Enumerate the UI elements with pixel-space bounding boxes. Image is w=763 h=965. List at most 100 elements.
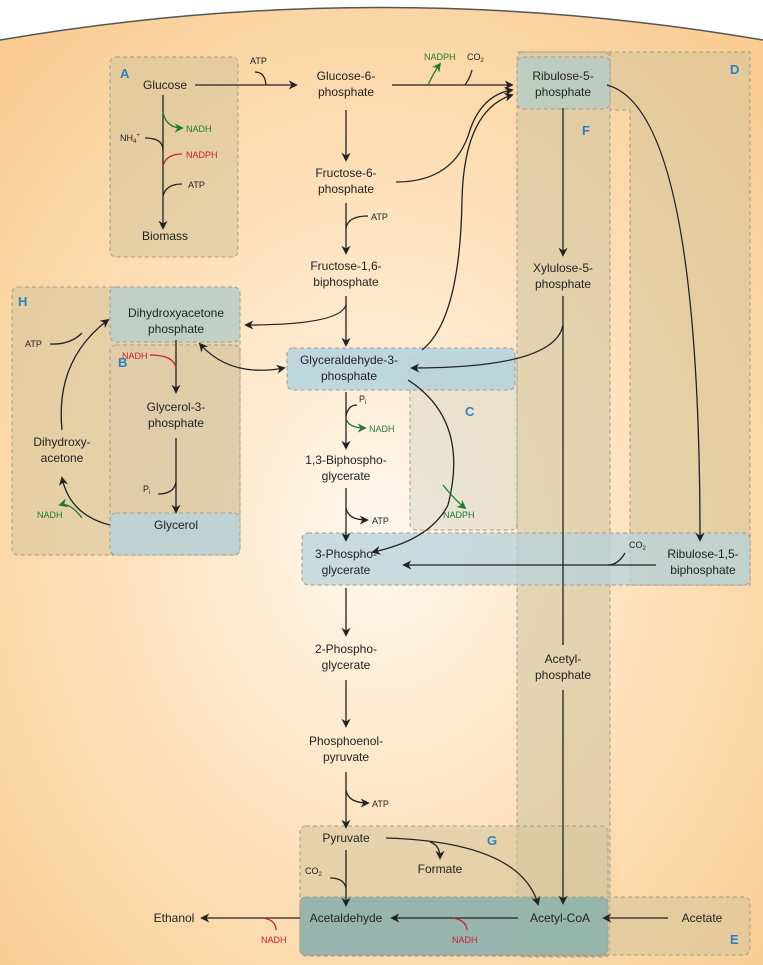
nadph-out-ppp bbox=[427, 62, 442, 86]
pi-in bbox=[345, 404, 358, 417]
cof-co2-ppp-main: CO bbox=[467, 52, 481, 62]
cof-co2-pdc-main: CO bbox=[305, 866, 319, 876]
met-glycerol3p-2: phosphate bbox=[148, 416, 204, 430]
arrow-g3p-pg3-direct bbox=[371, 379, 455, 555]
region-c-box bbox=[409, 354, 518, 531]
cof-co2-rubisco-main: CO bbox=[629, 540, 643, 550]
g3p-box bbox=[286, 347, 516, 391]
cof-pi-gapdh-main: P bbox=[359, 394, 365, 404]
nadh-in-acdh bbox=[452, 917, 468, 931]
met-pg3-1: 3-Phospho- bbox=[315, 547, 377, 561]
met-dhap-2: phosphate bbox=[148, 322, 204, 336]
met-pg3-2: glycerate bbox=[322, 563, 371, 577]
cof-atp-hexokinase: ATP bbox=[250, 56, 267, 66]
met-bpg-2: glycerate bbox=[322, 469, 371, 483]
cof-nh4-sub: 4 bbox=[133, 139, 137, 145]
cof-co2-pdc-sub: 2 bbox=[319, 872, 323, 878]
cof-atp-pk: ATP bbox=[372, 799, 389, 809]
met-pep-2: pyruvate bbox=[323, 750, 369, 764]
met-biomass: Biomass bbox=[142, 229, 188, 243]
met-glucose: Glucose bbox=[143, 78, 187, 92]
met-dhap-1: Dihydroxyacetone bbox=[128, 306, 224, 320]
met-acetaldehyde: Acetaldehyde bbox=[310, 911, 383, 925]
cof-nadh-adh: NADH bbox=[261, 935, 287, 945]
cof-pi-gpp-sub: i bbox=[149, 490, 150, 496]
nadph-out-gapn bbox=[442, 484, 467, 510]
cof-co2-pdc: CO2 bbox=[305, 866, 323, 878]
met-pg2-2: glycerate bbox=[322, 658, 371, 672]
pi-out-gpp bbox=[157, 481, 177, 495]
cof-pi-gapdh-sub: i bbox=[365, 400, 366, 406]
met-acetylcoa: Acetyl-CoA bbox=[530, 911, 590, 925]
met-ru5p-1: Ribulose-5- bbox=[532, 69, 593, 83]
arrow-xu5p-g3p bbox=[410, 324, 564, 373]
arrow-dha-dhap bbox=[60, 318, 110, 431]
cof-nadph-ppp: NADPH bbox=[424, 52, 456, 62]
formate-out bbox=[429, 841, 445, 860]
met-pep-1: Phosphoenol- bbox=[309, 734, 383, 748]
pg3-box bbox=[301, 532, 751, 586]
atp-in-glucose bbox=[254, 71, 267, 86]
region-label-g: G bbox=[487, 833, 497, 848]
met-g3p-1: Glyceraldehyde-3- bbox=[300, 353, 398, 367]
cof-nh4-main: NH bbox=[120, 133, 133, 143]
cof-nadph-gapn: NADPH bbox=[443, 510, 475, 520]
co2-out-ppp bbox=[464, 69, 473, 86]
met-f16bp-2: biphosphate bbox=[313, 275, 379, 289]
nadh-out-gapdh bbox=[345, 417, 367, 433]
met-g3p-2: phosphate bbox=[321, 369, 377, 383]
cof-pi-gpp-main: P bbox=[143, 484, 149, 494]
met-ethanol: Ethanol bbox=[154, 911, 195, 925]
region-label-d: D bbox=[730, 62, 739, 77]
cof-co2-ppp: CO2 bbox=[467, 52, 485, 64]
cof-nh4: NH4+ bbox=[120, 133, 140, 145]
nadph-in-biomass bbox=[162, 153, 183, 167]
met-f6p-2: phosphate bbox=[318, 182, 374, 196]
cof-nadh-gdh: NADH bbox=[37, 510, 63, 520]
cof-pi-gapdh: Pi bbox=[359, 394, 366, 406]
nadh-out-gdh bbox=[58, 498, 83, 519]
region-label-f: F bbox=[582, 123, 590, 138]
nadh-in-gpd bbox=[149, 354, 177, 369]
region-label-h: H bbox=[18, 294, 27, 309]
cof-nadh-acdh: NADH bbox=[452, 935, 478, 945]
region-label-b: B bbox=[118, 355, 127, 370]
cof-atp-pgk: ATP bbox=[372, 516, 389, 526]
cof-atp-pfk: ATP bbox=[371, 212, 388, 222]
nadh-in-adh bbox=[262, 917, 277, 931]
met-acp-1: Acetyl- bbox=[545, 652, 582, 666]
met-pyruvate: Pyruvate bbox=[322, 831, 370, 845]
nh4-in bbox=[144, 137, 164, 151]
region-a-box bbox=[109, 56, 239, 258]
arrow-dhap-g3p bbox=[198, 342, 286, 374]
region-label-c: C bbox=[465, 404, 475, 419]
ru5p-box bbox=[516, 56, 611, 110]
met-pg2-1: 2-Phospho- bbox=[315, 642, 377, 656]
met-formate: Formate bbox=[418, 862, 463, 876]
met-bpg-1: 1,3-Biphospho- bbox=[305, 453, 386, 467]
cof-atp-dhak: ATP bbox=[25, 339, 42, 349]
met-glycerol: Glycerol bbox=[154, 518, 198, 532]
met-rubp-1: Ribulose-1,5- bbox=[667, 547, 738, 561]
met-glycerol3p-1: Glycerol-3- bbox=[147, 400, 206, 414]
atp-out-pgk bbox=[345, 507, 369, 525]
met-xu5p-2: phosphate bbox=[535, 277, 591, 291]
arrow-glycerol-dha bbox=[59, 476, 111, 526]
met-f16bp-1: Fructose-1,6- bbox=[310, 259, 381, 273]
met-dha-1: Dihydroxy- bbox=[33, 435, 90, 449]
nadh-out-biomass bbox=[162, 111, 184, 133]
acetyl-box bbox=[299, 896, 609, 956]
cof-nh4-sup: + bbox=[136, 133, 140, 139]
met-ru5p-2: phosphate bbox=[535, 85, 591, 99]
co2-out-pdc bbox=[329, 877, 347, 889]
met-f6p-1: Fructose-6- bbox=[315, 166, 376, 180]
met-acetate: Acetate bbox=[682, 911, 723, 925]
met-rubp-2: biphosphate bbox=[670, 563, 736, 577]
atp-out-pk bbox=[345, 789, 370, 808]
cell-membrane bbox=[0, 6, 763, 41]
cof-co2-ppp-sub: 2 bbox=[481, 58, 485, 64]
atp-in-f16bp bbox=[345, 215, 369, 229]
cof-co2-rubisco: CO2 bbox=[629, 540, 647, 552]
atp-in-dhak bbox=[49, 332, 83, 345]
region-label-e: E bbox=[730, 932, 739, 947]
